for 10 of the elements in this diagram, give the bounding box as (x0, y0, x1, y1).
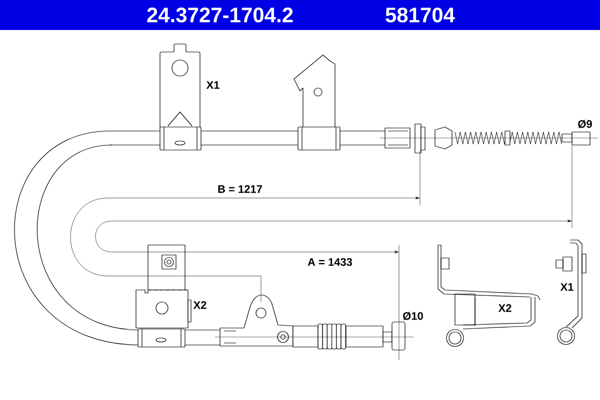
callout-label: X2 (497, 303, 513, 313)
dimension-label: Ø10 (402, 310, 424, 322)
dimension-label: A = 1433 (306, 257, 354, 267)
callout-label: X1 (559, 282, 575, 292)
callout-label: X2 (192, 300, 208, 310)
part-number: 24.3727-1704.2 (147, 8, 293, 22)
dimension-label: Ø9 (576, 118, 594, 130)
part-number: 581704 (386, 8, 455, 22)
dimension-label: B = 1217 (216, 184, 264, 194)
callout-label: X1 (205, 80, 221, 90)
